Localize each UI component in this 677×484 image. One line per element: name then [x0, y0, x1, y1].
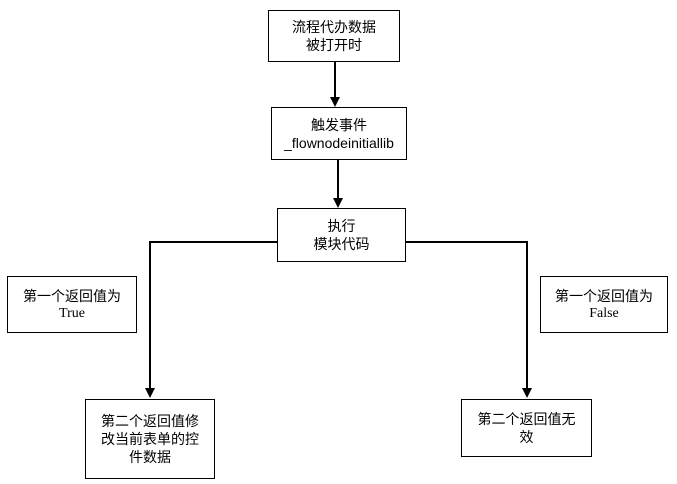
condition-false-value: False — [589, 305, 619, 321]
result-false-text-line: 效 — [519, 429, 534, 445]
node-execute-text-line: 模块代码 — [313, 236, 370, 252]
connector-trigger-to-execute — [337, 160, 339, 199]
arrowhead-down-icon — [145, 388, 155, 398]
node-result-false: 第二个返回值无 效 — [461, 399, 592, 457]
node-trigger-event-name: _flownodeinitiallib — [284, 134, 394, 151]
node-trigger-text-line: 触发事件 — [311, 116, 367, 133]
result-true-text-line: 件数据 — [129, 449, 171, 465]
connector-start-to-trigger — [334, 62, 336, 99]
node-condition-false-label: 第一个返回值为 False — [540, 276, 668, 333]
arrowhead-down-icon — [522, 388, 532, 398]
condition-true-value: True — [59, 305, 85, 321]
connector-execute-to-result-false-horizontal — [406, 241, 527, 243]
arrowhead-down-icon — [333, 198, 343, 208]
connector-execute-to-result-true-vertical — [149, 241, 151, 389]
node-start-text-line: 流程代办数据 — [292, 19, 376, 35]
condition-true-text-line: 第一个返回值为 — [23, 287, 121, 304]
node-execute-text-line: 执行 — [327, 218, 356, 234]
result-true-text-line: 改当前表单的控 — [101, 431, 199, 447]
condition-false-text-line: 第一个返回值为 — [555, 287, 653, 304]
node-trigger-event: 触发事件 _flownodeinitiallib — [271, 107, 407, 160]
result-true-text-line: 第二个返回值修 — [101, 413, 199, 429]
node-condition-true-label: 第一个返回值为 True — [7, 276, 137, 333]
node-start-text-line: 被打开时 — [306, 37, 362, 53]
arrowhead-down-icon — [330, 97, 340, 107]
result-false-text-line: 第二个返回值无 — [477, 411, 576, 427]
node-result-true: 第二个返回值修 改当前表单的控 件数据 — [85, 399, 215, 479]
node-execute-module-code: 执行 模块代码 — [277, 208, 406, 262]
connector-execute-to-result-false-vertical — [526, 241, 528, 389]
connector-execute-to-result-true-horizontal — [149, 241, 277, 243]
node-start: 流程代办数据 被打开时 — [268, 10, 400, 62]
